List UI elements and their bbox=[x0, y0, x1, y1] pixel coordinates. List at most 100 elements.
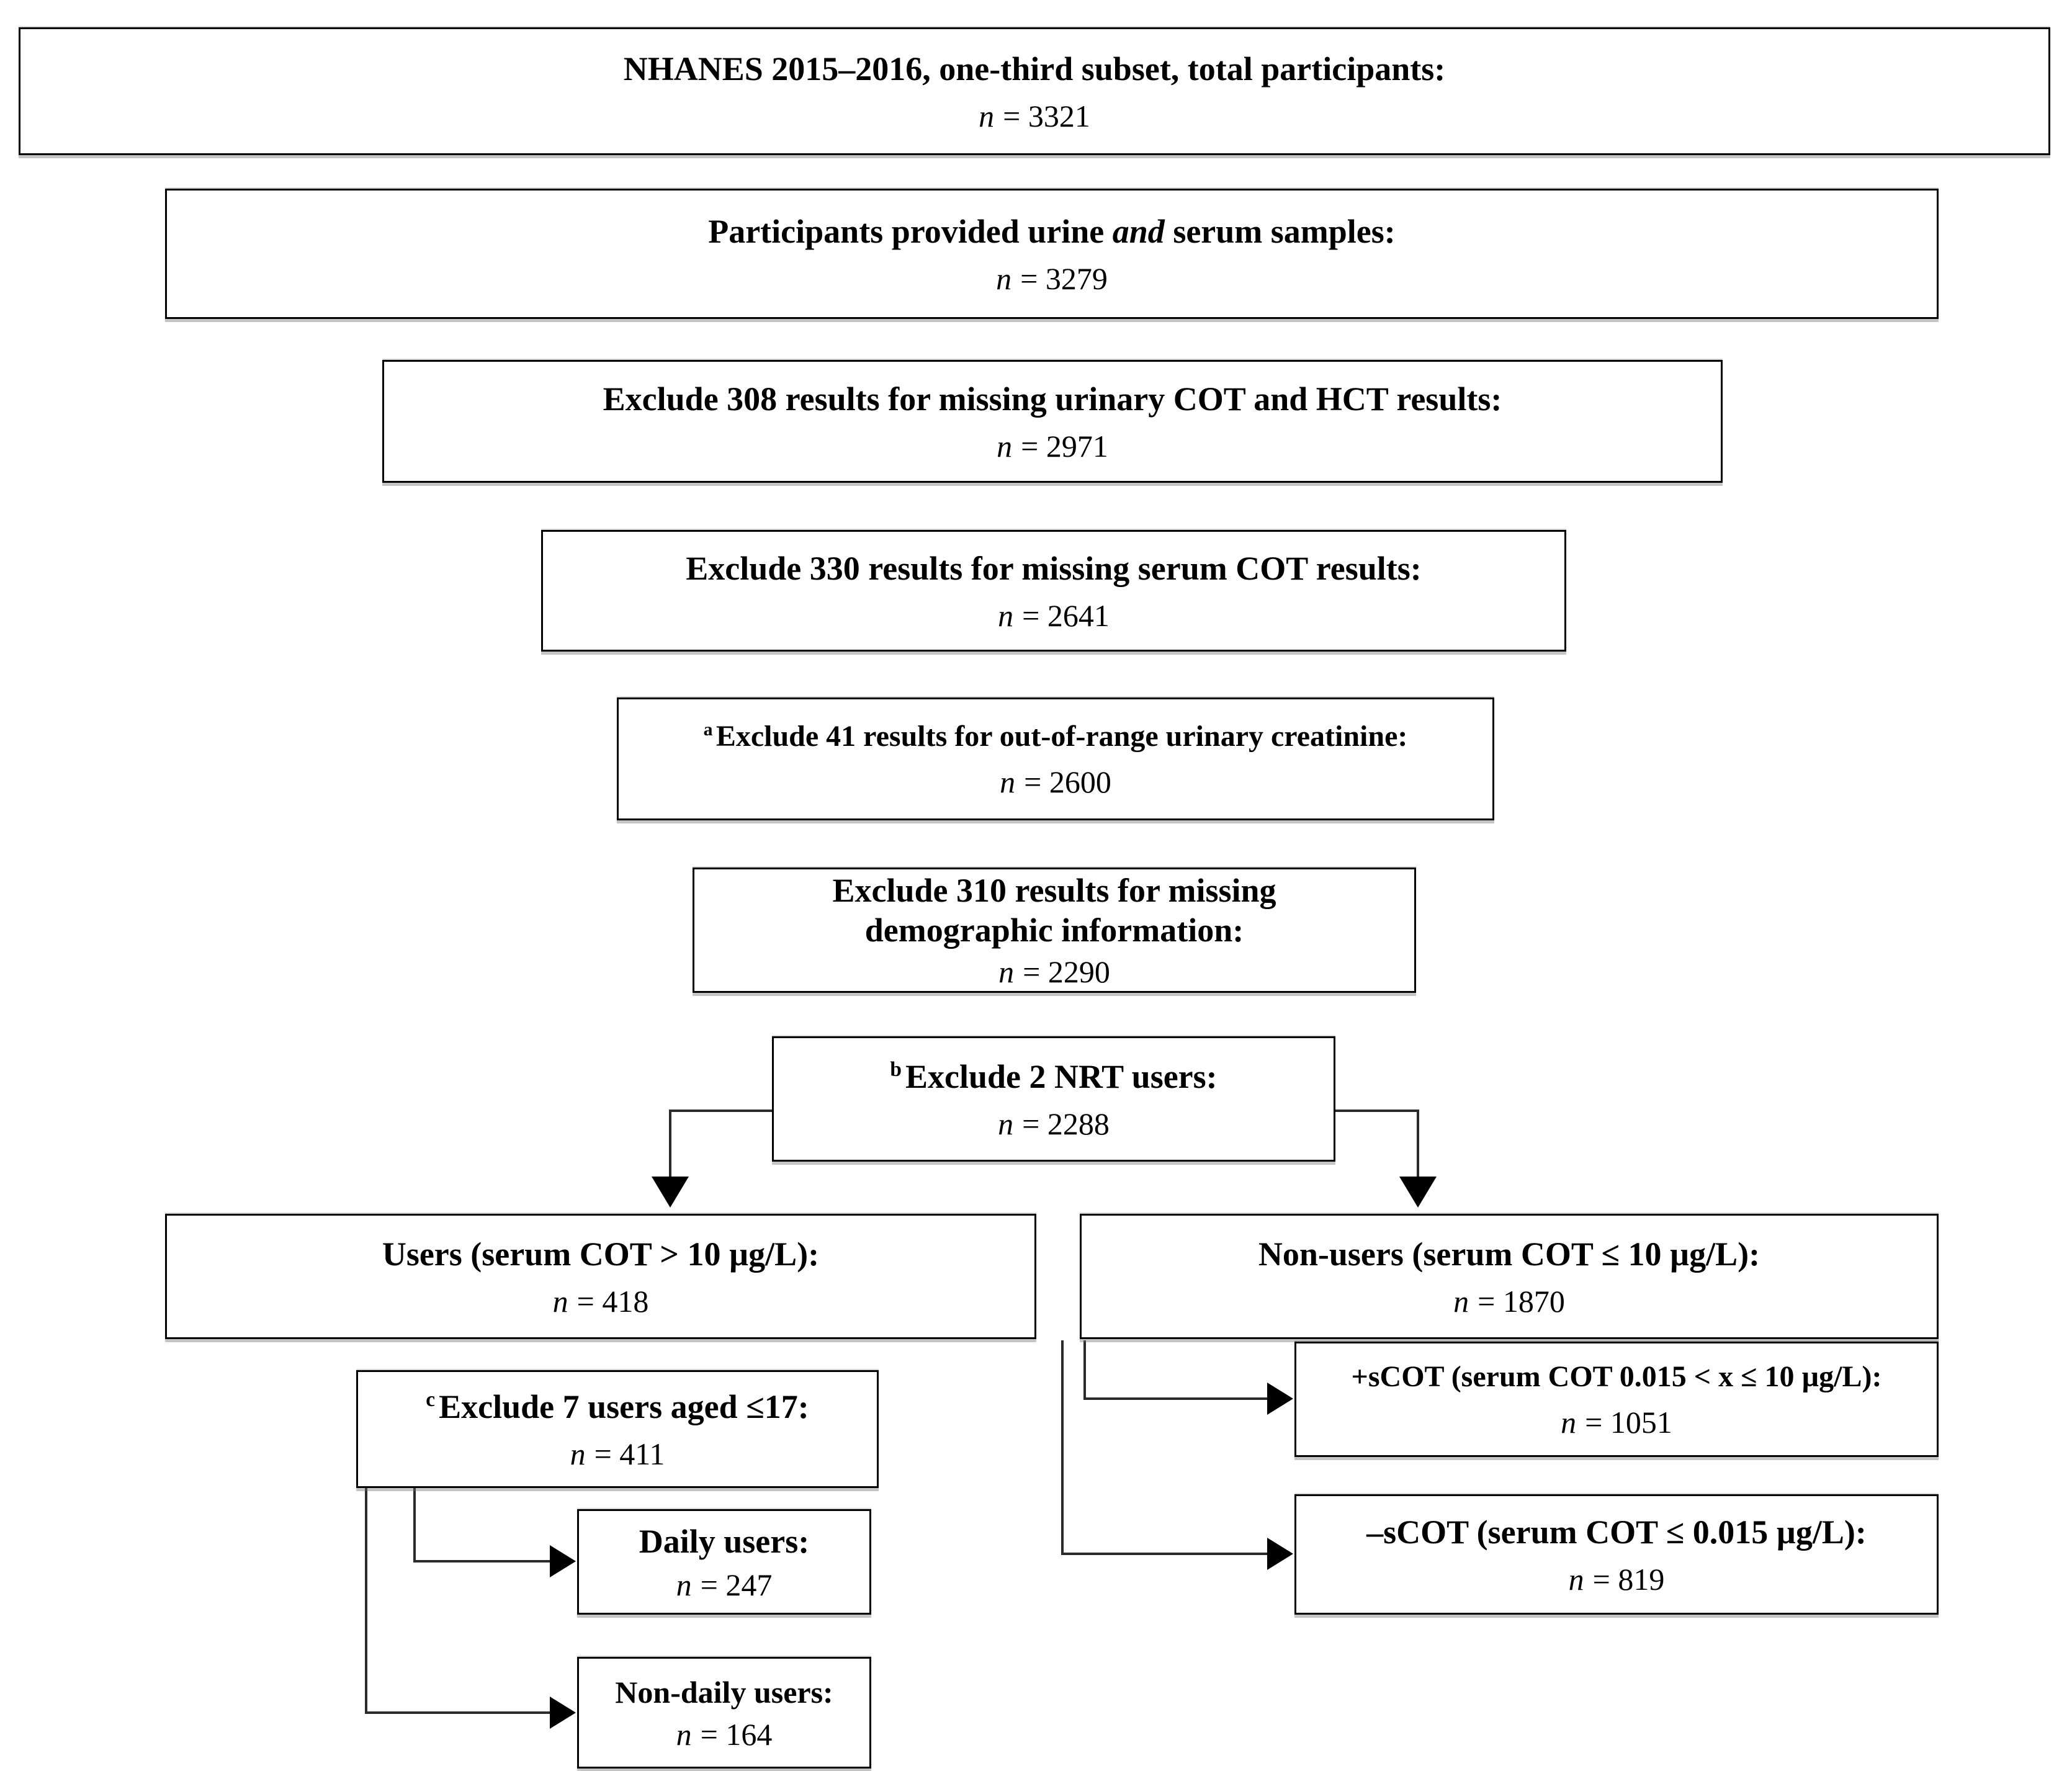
heading-text: Exclude 7 users aged ≤17: bbox=[439, 1388, 809, 1425]
footnote-marker-c: c bbox=[426, 1388, 436, 1411]
box-heading: NHANES 2015–2016, one-third subset, tota… bbox=[624, 49, 1446, 90]
connector-nrt-to-users bbox=[669, 1110, 772, 1178]
heading-text: Exclude 330 results for missing serum CO… bbox=[686, 549, 1422, 587]
flow-box-exclude-serum-cot: Exclude 330 results for missing serum CO… bbox=[541, 530, 1566, 652]
n-symbol: n bbox=[996, 261, 1012, 297]
flow-box-exclude-urinary-cot-hct: Exclude 308 results for missing urinary … bbox=[382, 360, 1723, 483]
box-count: n= 247 bbox=[676, 1568, 773, 1602]
arrowhead-plus-scot bbox=[1267, 1383, 1293, 1415]
box-heading: Daily users: bbox=[639, 1522, 809, 1563]
n-value: = 247 bbox=[700, 1567, 773, 1603]
n-symbol: n bbox=[676, 1567, 692, 1603]
footnote-marker-a: a bbox=[703, 719, 713, 740]
box-count: n= 3321 bbox=[979, 99, 1090, 133]
box-count: n= 2971 bbox=[997, 429, 1108, 464]
connector-nonusers-to-minus-scot bbox=[1061, 1340, 1268, 1555]
n-value: = 3321 bbox=[1003, 99, 1090, 134]
heading-text: Exclude 308 results for missing urinary … bbox=[603, 380, 1502, 418]
arrowhead-nonusers bbox=[1399, 1177, 1437, 1208]
heading-text: Non-users (serum COT ≤ 10 µg/L): bbox=[1258, 1235, 1760, 1273]
n-symbol: n bbox=[1568, 1562, 1584, 1597]
box-count: n= 164 bbox=[676, 1718, 773, 1752]
box-count: n= 418 bbox=[553, 1285, 649, 1319]
box-count: n= 411 bbox=[570, 1437, 665, 1471]
flow-box-total-participants: NHANES 2015–2016, one-third subset, tota… bbox=[19, 27, 2050, 155]
heading-text: demographic information: bbox=[864, 911, 1244, 949]
n-value: = 411 bbox=[594, 1437, 665, 1472]
heading-text: Users (serum COT > 10 µg/L): bbox=[382, 1235, 820, 1273]
n-value: = 2971 bbox=[1021, 429, 1108, 464]
n-symbol: n bbox=[1453, 1284, 1469, 1319]
heading-text: Participants provided urine bbox=[708, 212, 1113, 250]
flow-box-plus-scot: +sCOT (serum COT 0.015 < x ≤ 10 µg/L): n… bbox=[1294, 1342, 1939, 1457]
heading-text: Exclude 41 results for out-of-range urin… bbox=[715, 720, 1408, 753]
n-value: = 819 bbox=[1592, 1562, 1665, 1597]
box-heading: Non-users (serum COT ≤ 10 µg/L): bbox=[1258, 1234, 1760, 1275]
footnote-marker-b: b bbox=[890, 1057, 902, 1081]
flow-box-nondaily-users: Non-daily users: n= 164 bbox=[577, 1657, 871, 1769]
box-count: n= 3279 bbox=[996, 262, 1108, 296]
heading-text: Daily users: bbox=[639, 1522, 810, 1560]
heading-text: –sCOT (serum COT ≤ 0.015 µg/L): bbox=[1366, 1513, 1867, 1551]
n-value: = 2288 bbox=[1022, 1106, 1110, 1142]
heading-text: Exclude 2 NRT users: bbox=[905, 1057, 1218, 1095]
box-count: n = 1870 bbox=[1453, 1285, 1565, 1319]
n-symbol: n bbox=[676, 1717, 692, 1752]
box-heading: +sCOT (serum COT 0.015 < x ≤ 10 µg/L): bbox=[1352, 1359, 1882, 1396]
n-value: = 2641 bbox=[1022, 598, 1110, 634]
n-symbol: n bbox=[997, 429, 1013, 464]
connector-nrt-to-nonusers bbox=[1335, 1110, 1419, 1178]
n-symbol: n bbox=[998, 1106, 1014, 1142]
n-symbol: n bbox=[998, 954, 1015, 990]
flow-box-nonusers: Non-users (serum COT ≤ 10 µg/L): n = 1870 bbox=[1080, 1214, 1939, 1339]
n-symbol: n bbox=[1561, 1404, 1577, 1440]
n-symbol: n bbox=[1000, 764, 1016, 799]
arrowhead-daily bbox=[550, 1545, 576, 1577]
n-value: = 418 bbox=[576, 1284, 649, 1319]
heading-text: Exclude 310 results for missing bbox=[832, 871, 1276, 909]
n-value: = 2600 bbox=[1024, 764, 1111, 799]
box-heading: Participants provided urine and serum sa… bbox=[708, 212, 1396, 253]
box-count: n= 819 bbox=[1569, 1563, 1665, 1597]
arrowhead-users bbox=[652, 1177, 689, 1208]
arrowhead-nondaily bbox=[550, 1697, 576, 1729]
n-symbol: n bbox=[998, 598, 1014, 634]
n-value: = 1870 bbox=[1478, 1284, 1565, 1319]
box-heading: Users (serum COT > 10 µg/L): bbox=[382, 1234, 819, 1275]
n-symbol: n bbox=[552, 1284, 568, 1319]
flow-box-users: Users (serum COT > 10 µg/L): n= 418 bbox=[165, 1214, 1036, 1339]
box-count: n= 1051 bbox=[1561, 1404, 1672, 1440]
n-value: = 164 bbox=[700, 1717, 773, 1752]
heading-text: Non-daily users: bbox=[615, 1675, 833, 1710]
heading-emphasis: and bbox=[1112, 212, 1165, 250]
connector-nonusers-to-plus-scot bbox=[1083, 1340, 1268, 1400]
box-heading: Non-daily users: bbox=[615, 1674, 833, 1711]
connector-minors-to-nondaily bbox=[365, 1488, 551, 1714]
n-value: = 1051 bbox=[1585, 1404, 1672, 1440]
heading-text: serum samples: bbox=[1164, 212, 1396, 250]
box-heading: Exclude 330 results for missing serum CO… bbox=[686, 549, 1422, 590]
box-count: n= 2288 bbox=[998, 1107, 1110, 1141]
flow-box-daily-users: Daily users: n= 247 bbox=[577, 1509, 871, 1615]
box-count: n= 2641 bbox=[998, 599, 1110, 633]
n-value: = 2290 bbox=[1023, 954, 1110, 990]
box-count: n= 2290 bbox=[998, 955, 1110, 989]
box-heading: Exclude 308 results for missing urinary … bbox=[603, 379, 1502, 420]
box-count: n= 2600 bbox=[1000, 764, 1111, 799]
n-symbol: n bbox=[979, 99, 995, 134]
flow-box-minus-scot: –sCOT (serum COT ≤ 0.015 µg/L): n= 819 bbox=[1294, 1494, 1939, 1615]
n-symbol: n bbox=[570, 1437, 586, 1472]
n-value: = 3279 bbox=[1020, 261, 1108, 297]
heading-text: NHANES 2015–2016, one-third subset, tota… bbox=[623, 50, 1446, 87]
heading-text: +sCOT (serum COT 0.015 < x ≤ 10 µg/L): bbox=[1351, 1360, 1882, 1394]
